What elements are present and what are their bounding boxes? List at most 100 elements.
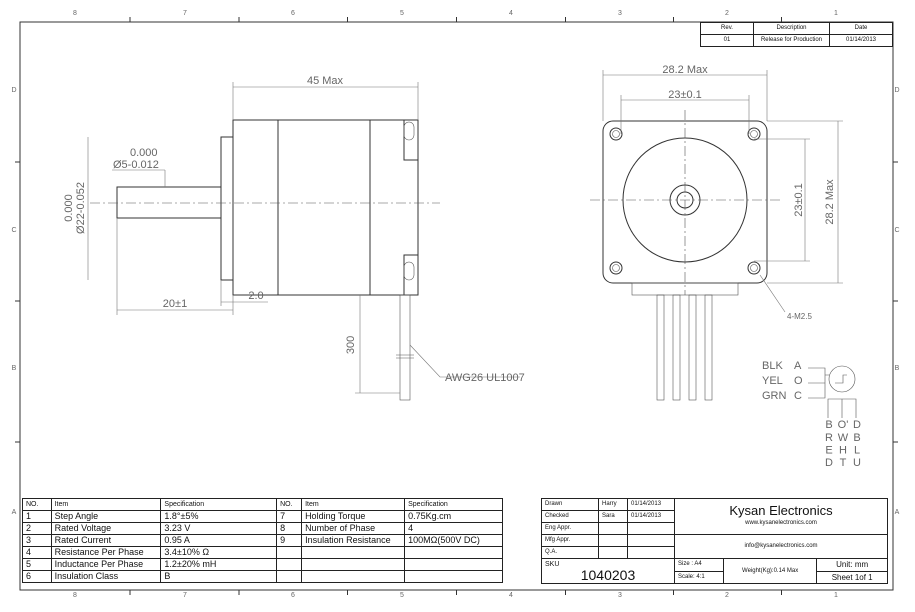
size: Size : A4: [674, 558, 724, 572]
zone-row-label: B: [12, 365, 17, 372]
lead-wire: [704, 294, 713, 401]
spec-cell: 0.95 A: [160, 534, 278, 547]
hole-pitch-v-dim: 23±0.1: [793, 183, 805, 217]
desc-value: Release for Production: [753, 34, 830, 47]
zone-col-label: 3: [618, 10, 622, 17]
sku-value: 1040203: [580, 567, 636, 583]
date-value: 01/14/2013: [829, 34, 893, 47]
wire-color-letter: L: [854, 445, 860, 457]
spec-cell: 3.23 V: [160, 522, 278, 535]
spec-cell: 5: [22, 558, 52, 571]
mount-hole: [747, 127, 761, 141]
email: info@kysanelectronics.com: [674, 534, 888, 559]
spec-cell: 0.75Kg.cm: [404, 510, 503, 523]
spec-header: NO.: [276, 498, 303, 511]
front-view: 28.2 Max 23±0.1 23±0.1 28.2 Max 4-M2.5: [590, 64, 843, 401]
zone-col-label: 1: [834, 592, 838, 599]
spec-header: Specification: [160, 498, 278, 511]
spec-cell: 100MΩ(500V DC): [404, 534, 503, 547]
approval-name: Sara: [598, 510, 628, 523]
zone-col-label: 1: [834, 10, 838, 17]
spec-header: Item: [301, 498, 406, 511]
approval-role: Drawn: [541, 498, 599, 511]
zone-row-label: D: [894, 87, 899, 94]
boss-dia: Ø22-0.052: [75, 182, 87, 234]
wire-color-letter: U: [853, 457, 861, 469]
zone-col-label: 5: [400, 10, 404, 17]
mount-hole: [609, 261, 623, 275]
pin-label: O: [794, 375, 803, 387]
pin-label: B: [825, 419, 832, 431]
wire-color-letter: W: [838, 432, 849, 444]
zone-col-label: 8: [73, 10, 77, 17]
spec-cell: Step Angle: [50, 510, 162, 523]
sheet-number: Sheet 1of 1: [816, 570, 888, 584]
zone-col-label: 4: [509, 592, 513, 599]
shaft-dia: Ø5-0.012: [113, 159, 159, 171]
approval-role: Q.A.: [541, 546, 599, 559]
spec-cell: 3: [22, 534, 52, 547]
boss: [220, 136, 234, 281]
spec-cell: Insulation Class: [50, 570, 162, 583]
boss-tol: 0.000: [63, 194, 75, 222]
spec-cell: 4: [404, 522, 503, 535]
spec-cell: 1.8°±5%: [160, 510, 278, 523]
wire-color-label: BLK: [762, 360, 783, 372]
approval-date: 01/14/2013: [627, 510, 675, 523]
scale: Scale: 4:1: [674, 570, 724, 584]
mount-hole: [609, 127, 623, 141]
website: www.kysanelectronics.com: [745, 519, 817, 526]
lead-length-dim: 300: [345, 336, 357, 354]
spec-cell: Resistance Per Phase: [50, 546, 162, 559]
zone-col-label: 2: [725, 592, 729, 599]
zone-col-label: 6: [291, 592, 295, 599]
zone-col-label: 4: [509, 10, 513, 17]
spec-cell: B: [160, 570, 278, 583]
approval-role: Checked: [541, 510, 599, 523]
rev-value: 01: [700, 34, 754, 47]
hole-pitch-dim: 23±0.1: [668, 89, 702, 101]
lead-wire: [672, 294, 681, 401]
zone-col-label: 6: [291, 10, 295, 17]
unit: Unit: mm: [816, 558, 888, 572]
zone-col-label: 8: [73, 592, 77, 599]
spec-cell: 4: [22, 546, 52, 559]
wire-color-letter: T: [840, 457, 847, 469]
zone-col-label: 7: [183, 592, 187, 599]
lead-wire: [399, 294, 411, 401]
shaft-length-dim: 20±1: [163, 298, 187, 310]
holes-label: 4-M2.5: [787, 312, 812, 321]
desc-header: Description: [753, 22, 830, 35]
spec-header: Specification: [404, 498, 503, 511]
spec-cell: 6: [22, 570, 52, 583]
spec-cell: Holding Torque: [301, 510, 406, 523]
wire-label: AWG26 UL1007: [445, 372, 525, 384]
spec-cell: 7: [276, 510, 303, 523]
pin-label: D: [853, 419, 861, 431]
pin-label: C: [794, 390, 802, 402]
zone-row-label: A: [12, 509, 17, 516]
company-name: Kysan Electronics: [729, 502, 833, 518]
wire-color-label: GRN: [762, 390, 787, 402]
wire-color-letter: D: [825, 457, 833, 469]
wire-color-letter: B: [853, 432, 860, 444]
motor-body: [232, 119, 419, 296]
mount-hole: [747, 261, 761, 275]
spec-cell: 1: [22, 510, 52, 523]
height-dim: 28.2 Max: [824, 179, 836, 225]
wire-color-letter: R: [825, 432, 833, 444]
approval-name: Harry: [598, 498, 628, 511]
pin-label: A: [794, 360, 802, 372]
spec-cell: Inductance Per Phase: [50, 558, 162, 571]
boss-length-dim: 2.0: [248, 290, 263, 302]
